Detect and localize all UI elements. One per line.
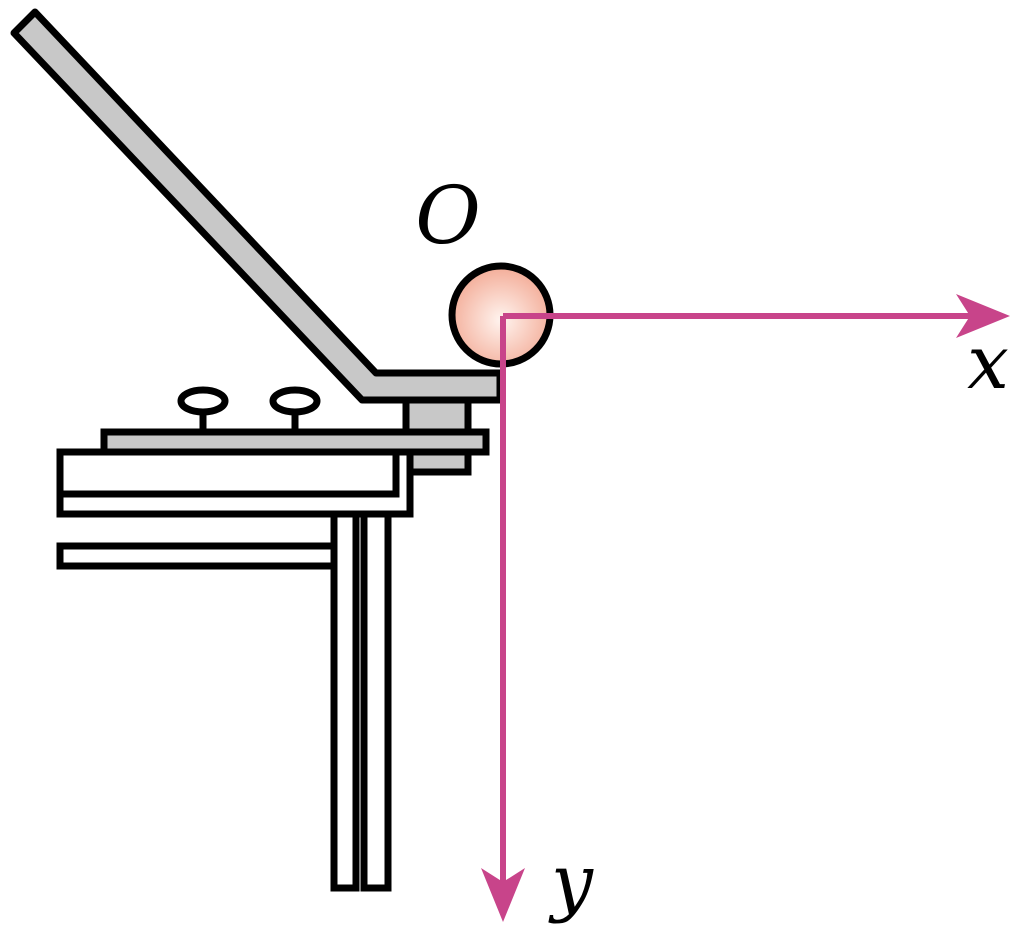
y-axis-label: y	[548, 839, 594, 925]
lower-bar	[56, 542, 338, 570]
x-axis-label: x	[967, 320, 1009, 406]
frame-slot-top	[56, 448, 400, 498]
origin-label: O	[415, 169, 481, 262]
support-post-right	[360, 510, 392, 892]
support-post-left	[330, 510, 360, 892]
knob-left	[177, 386, 229, 432]
y-axis-arrowhead	[481, 868, 525, 922]
knob-right	[269, 386, 321, 432]
x-axis-arrowhead	[956, 294, 1010, 338]
